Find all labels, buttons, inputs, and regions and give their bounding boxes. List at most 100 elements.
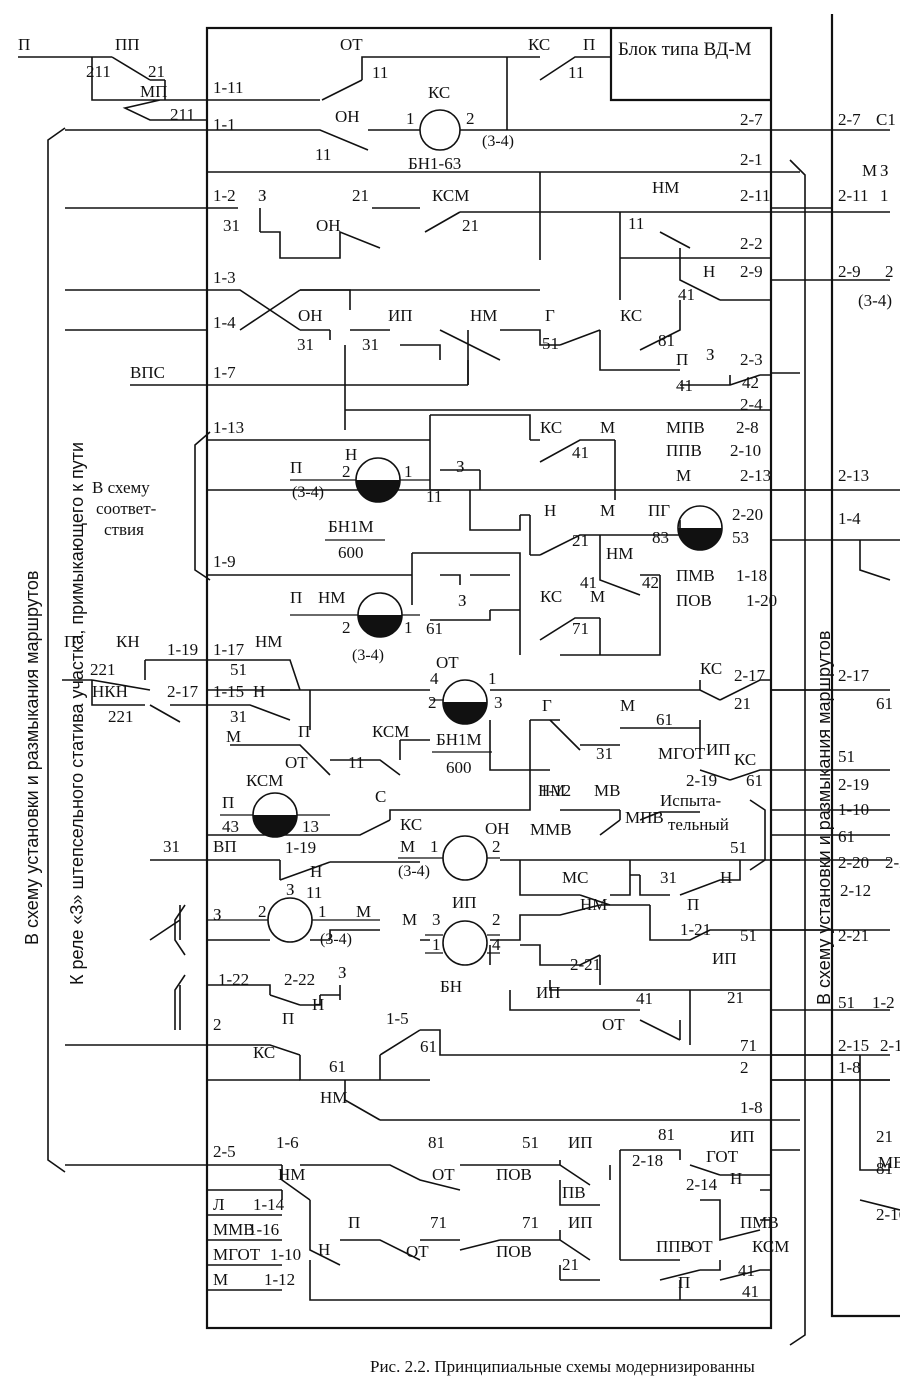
circuit-label: 11 — [348, 753, 364, 772]
svg-text:53: 53 — [732, 528, 749, 547]
circuit-label: 1 — [880, 186, 889, 205]
left-inner-text: К реле «3» штепсельного статива участка,… — [67, 442, 87, 985]
circuit-label: ММВ — [213, 1220, 255, 1239]
relay-ksm: КСМ П 43 13 — [220, 771, 330, 838]
circuit-label: 2 — [213, 1015, 222, 1034]
contact-brackets — [174, 904, 186, 1030]
circuit-label: ММВ — [530, 820, 572, 839]
circuit-label: 61 — [838, 827, 855, 846]
circuit-label: 1-4 — [838, 509, 861, 528]
circuit-label: 2-3 — [740, 350, 763, 369]
circuit-label: 51 — [740, 926, 757, 945]
circuit-label: 2-6 — [0, 0, 23, 4]
circuit-label: ОТ — [406, 1242, 429, 1261]
svg-text:1: 1 — [318, 902, 327, 921]
circuit-label: ВПС — [130, 363, 165, 382]
circuit-label: 2-17 — [734, 666, 766, 685]
svg-text:2: 2 — [342, 462, 351, 481]
circuit-label: 221 — [90, 660, 116, 679]
circuit-label: ОН — [335, 107, 360, 126]
circuit-label: 2-22 — [284, 970, 315, 989]
circuit-label: ОТ — [690, 1237, 713, 1256]
relay-on: ОН М 1 2 (3-4) — [398, 819, 510, 881]
circuit-label: 1-20 — [746, 591, 777, 610]
relay-ks: КС 1 2 (3-4) БН1-63 — [406, 83, 514, 173]
circuit-label: М — [676, 466, 691, 485]
circuit-label: 41 — [676, 376, 693, 395]
svg-text:(3-4): (3-4) — [482, 133, 514, 150]
circuit-label: ИП — [706, 740, 731, 759]
circuit-label: М — [600, 418, 615, 437]
circuit-label: 2-9 — [740, 262, 763, 281]
circuit-label: МВ — [594, 781, 620, 800]
circuit-label: 211 — [86, 62, 111, 81]
circuit-label: 2-7 — [740, 110, 763, 129]
circuit-label: КС — [528, 35, 550, 54]
circuit-label: 1-12 — [540, 781, 571, 800]
circuit-label: М — [226, 727, 241, 746]
circuit-label: 2-11 — [740, 186, 771, 205]
circuit-label: 11 — [315, 145, 331, 164]
svg-text:1: 1 — [430, 837, 439, 856]
circuit-label: КСМ — [372, 722, 409, 741]
circuit-label: 51 — [230, 660, 247, 679]
circuit-label: П — [348, 1213, 360, 1232]
circuit-label: ПВ — [562, 1183, 586, 1202]
svg-text:3: 3 — [432, 910, 441, 929]
circuit-label: 2-20 — [838, 853, 869, 872]
circuit-label: МП — [140, 82, 167, 101]
circuit-label: ГОТ — [706, 1147, 739, 1166]
circuit-label: НКН — [92, 682, 128, 701]
circuit-label: 1-9 — [213, 552, 236, 571]
circuit-label: 41 — [572, 443, 589, 462]
circuit-label: 2-19 — [686, 771, 717, 790]
svg-text:2: 2 — [258, 902, 267, 921]
circuit-label: 1-2 — [213, 186, 236, 205]
circuit-label: Н — [253, 682, 265, 701]
circuit-label: 11 — [372, 63, 388, 82]
circuit-label: Н — [310, 862, 322, 881]
circuit-label: МГОТ — [213, 1245, 261, 1264]
circuit-label: 81 — [658, 1125, 675, 1144]
circuit-label: МВ — [878, 1153, 900, 1172]
svg-text:600: 600 — [446, 758, 472, 777]
circuit-label: 1-12 — [264, 1270, 295, 1289]
circuit-label: ПП — [115, 35, 140, 54]
circuit-label: КС — [253, 1043, 275, 1062]
circuit-label: 61 — [420, 1037, 437, 1056]
svg-text:83: 83 — [652, 528, 669, 547]
circuit-label: 61 — [746, 771, 763, 790]
svg-text:(3-4): (3-4) — [398, 863, 430, 880]
circuit-label: 2-8 — [736, 418, 759, 437]
circuit-label: ИП — [568, 1213, 593, 1232]
circuit-label: 1-10 — [838, 800, 869, 819]
circuit-label: 2-13 — [838, 466, 869, 485]
circuit-label: ПМВ — [740, 1213, 779, 1232]
circuit-label: Л — [213, 1195, 225, 1214]
circuit-label: 31 — [230, 707, 247, 726]
circuit-label: ОН — [316, 216, 341, 235]
circuit-label: 71 — [572, 619, 589, 638]
right-vertical-text: В схему установки и размыкания маршрутов — [814, 631, 834, 1005]
circuit-label: (3-4) — [858, 291, 892, 310]
relay-pg: ПГ 83 53 2-20 — [648, 501, 763, 551]
svg-text:ИП: ИП — [452, 893, 477, 912]
block-title-text: Блок типа ВД-М — [618, 39, 752, 60]
svg-text:БН1-63: БН1-63 — [408, 154, 461, 173]
circuit-label: М — [862, 161, 877, 180]
circuit-label: 1-17 — [213, 640, 245, 659]
circuit-label: 2-12 — [840, 881, 871, 900]
svg-text:4: 4 — [430, 669, 439, 688]
circuit-label: КС — [400, 815, 422, 834]
circuit-label: 21 — [876, 1127, 893, 1146]
circuit-label: З — [338, 963, 347, 982]
circuit-label: 2-18 — [632, 1151, 663, 1170]
circuit-label: 71 — [522, 1213, 539, 1232]
circuit-label: П — [18, 35, 30, 54]
svg-text:З: З — [286, 880, 295, 899]
svg-text:4: 4 — [492, 935, 501, 954]
circuit-label: 61 — [876, 694, 893, 713]
circuit-label: Н — [544, 501, 556, 520]
circuit-label: ИП — [536, 983, 561, 1002]
